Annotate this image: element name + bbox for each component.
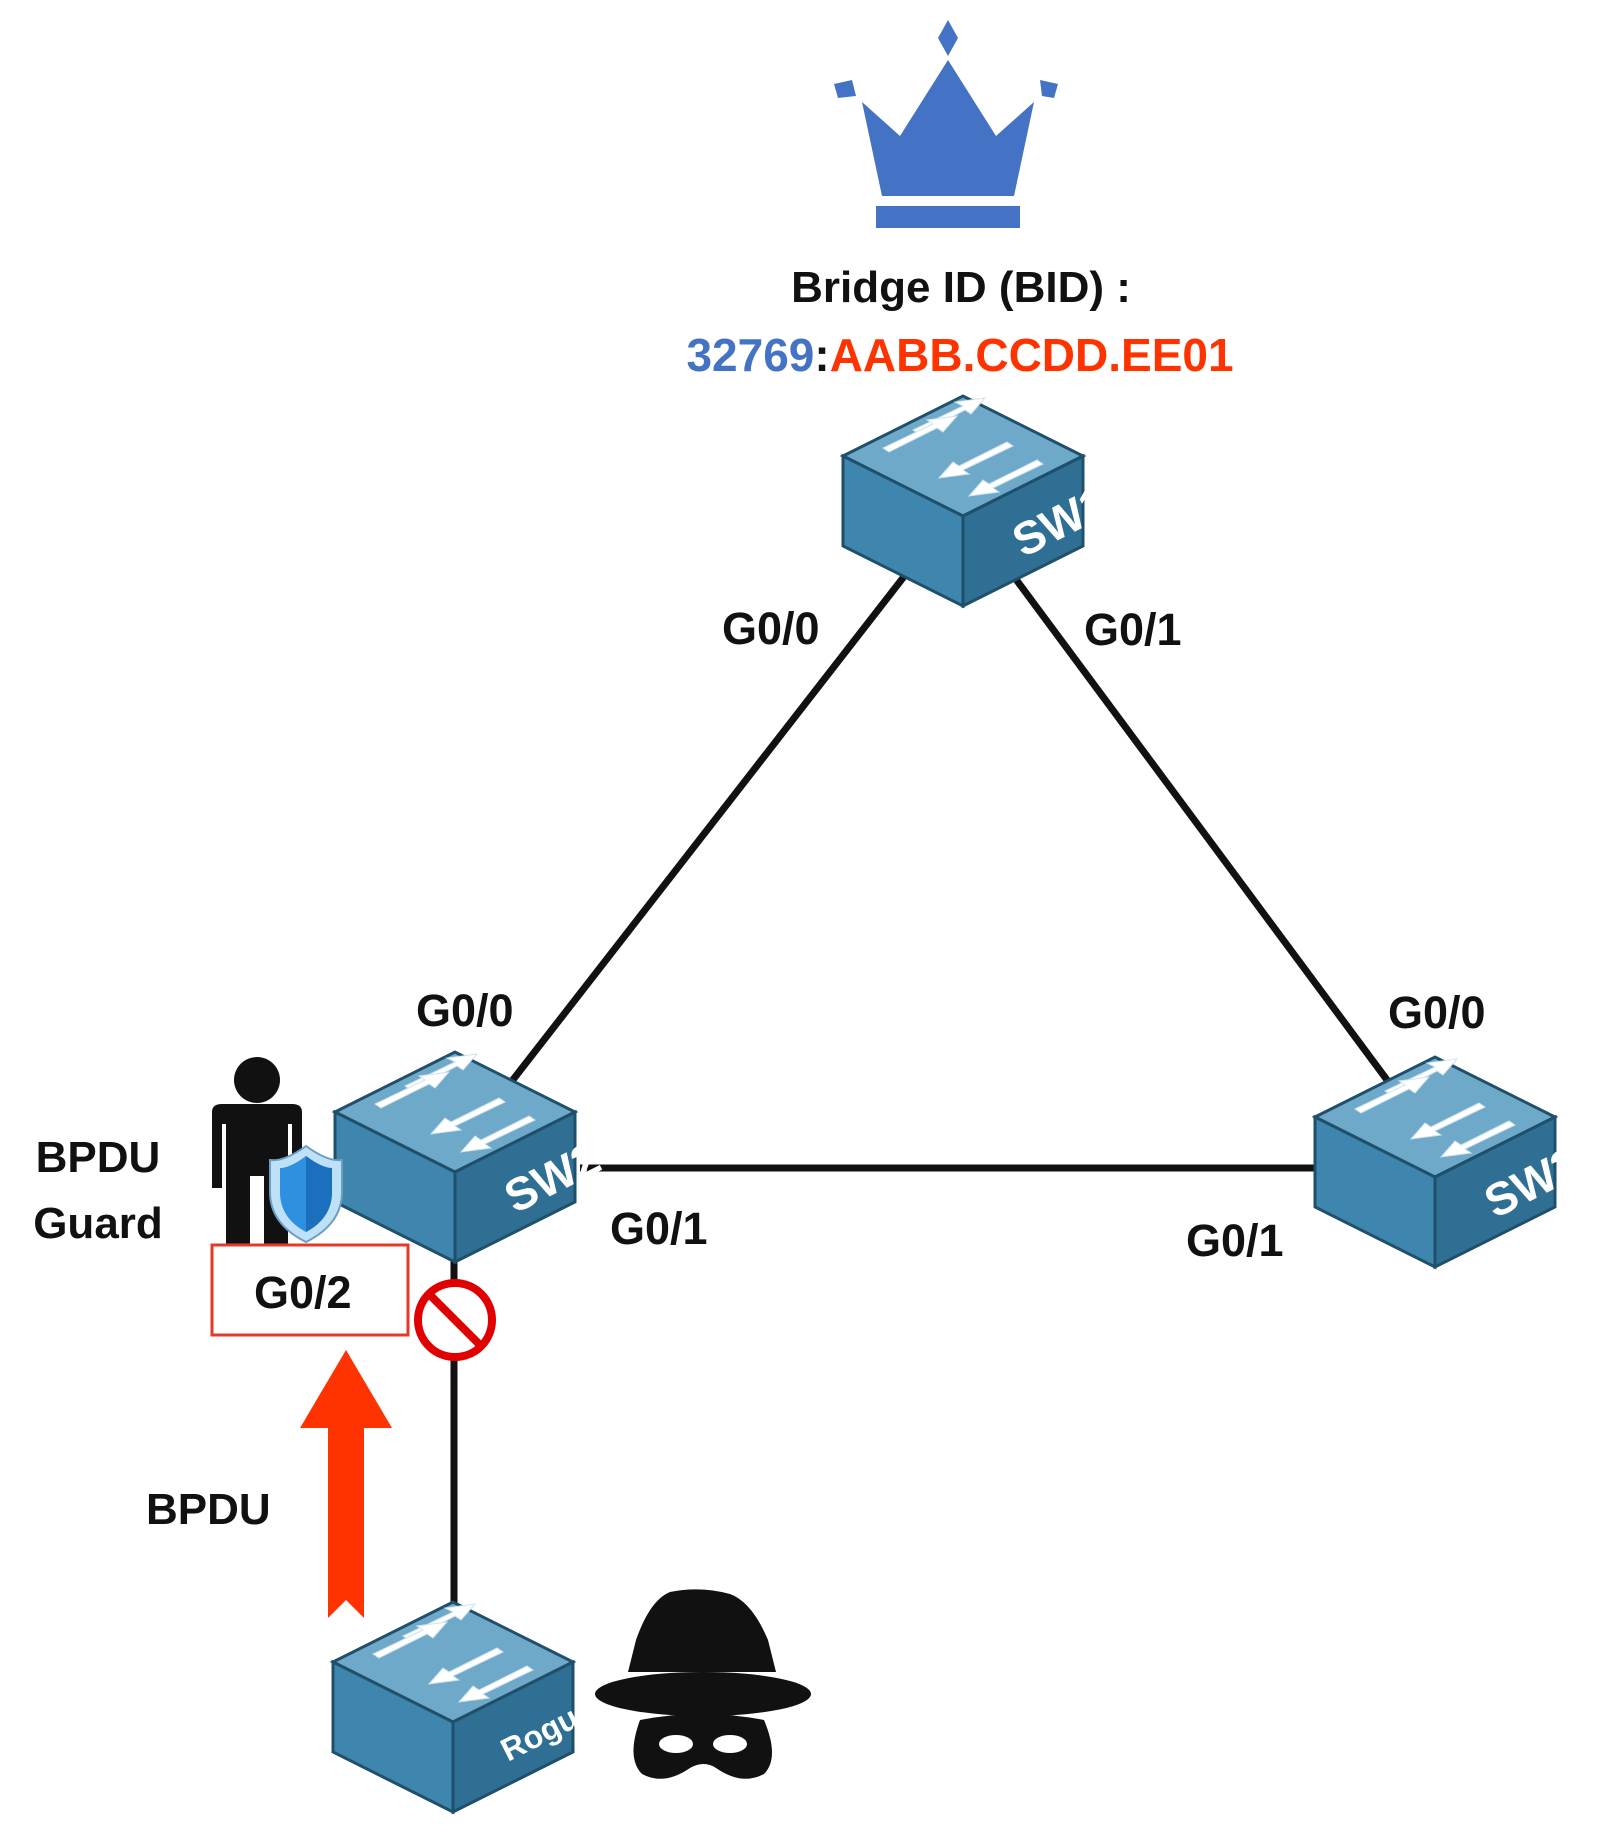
bid-separator: : bbox=[814, 329, 830, 381]
port-label-sw2-g02: G0/2 bbox=[254, 1267, 352, 1318]
crown-icon bbox=[834, 20, 1058, 228]
port-label-sw3-g01: G0/1 bbox=[1186, 1215, 1284, 1266]
bpdu-label: BPDU bbox=[146, 1485, 271, 1534]
no-entry-icon bbox=[414, 1279, 496, 1361]
port-box-g02 bbox=[210, 1243, 410, 1337]
link-sw1-sw2 bbox=[502, 571, 909, 1093]
port-label-sw1-g01: G0/1 bbox=[1084, 604, 1182, 655]
bid-mac: AABB.CCDD.EE01 bbox=[829, 329, 1234, 381]
bid-label: Bridge ID (BID) : bbox=[791, 263, 1131, 312]
port-label-sw3-g00: G0/0 bbox=[1388, 987, 1486, 1038]
arrow-up-icon bbox=[300, 1350, 392, 1618]
bpdu-guard-label-line2: Guard bbox=[33, 1199, 163, 1248]
port-label-sw1-g00: G0/0 bbox=[722, 603, 820, 654]
links bbox=[450, 571, 1393, 1605]
bpdu-guard-label-line1: BPDU bbox=[35, 1133, 161, 1182]
port-label-sw2-g00: G0/0 bbox=[416, 985, 514, 1036]
bid-value: 32769:AABB.CCDD.EE01 bbox=[686, 332, 1233, 378]
port-label-sw2-g01: G0/1 bbox=[610, 1203, 708, 1254]
link-sw1-sw3 bbox=[1009, 571, 1393, 1087]
hacker-icon bbox=[595, 1589, 811, 1779]
switch-icon-rogue[interactable] bbox=[331, 1600, 575, 1814]
shield-icon bbox=[269, 1144, 343, 1244]
bid-priority: 32769 bbox=[686, 329, 815, 381]
